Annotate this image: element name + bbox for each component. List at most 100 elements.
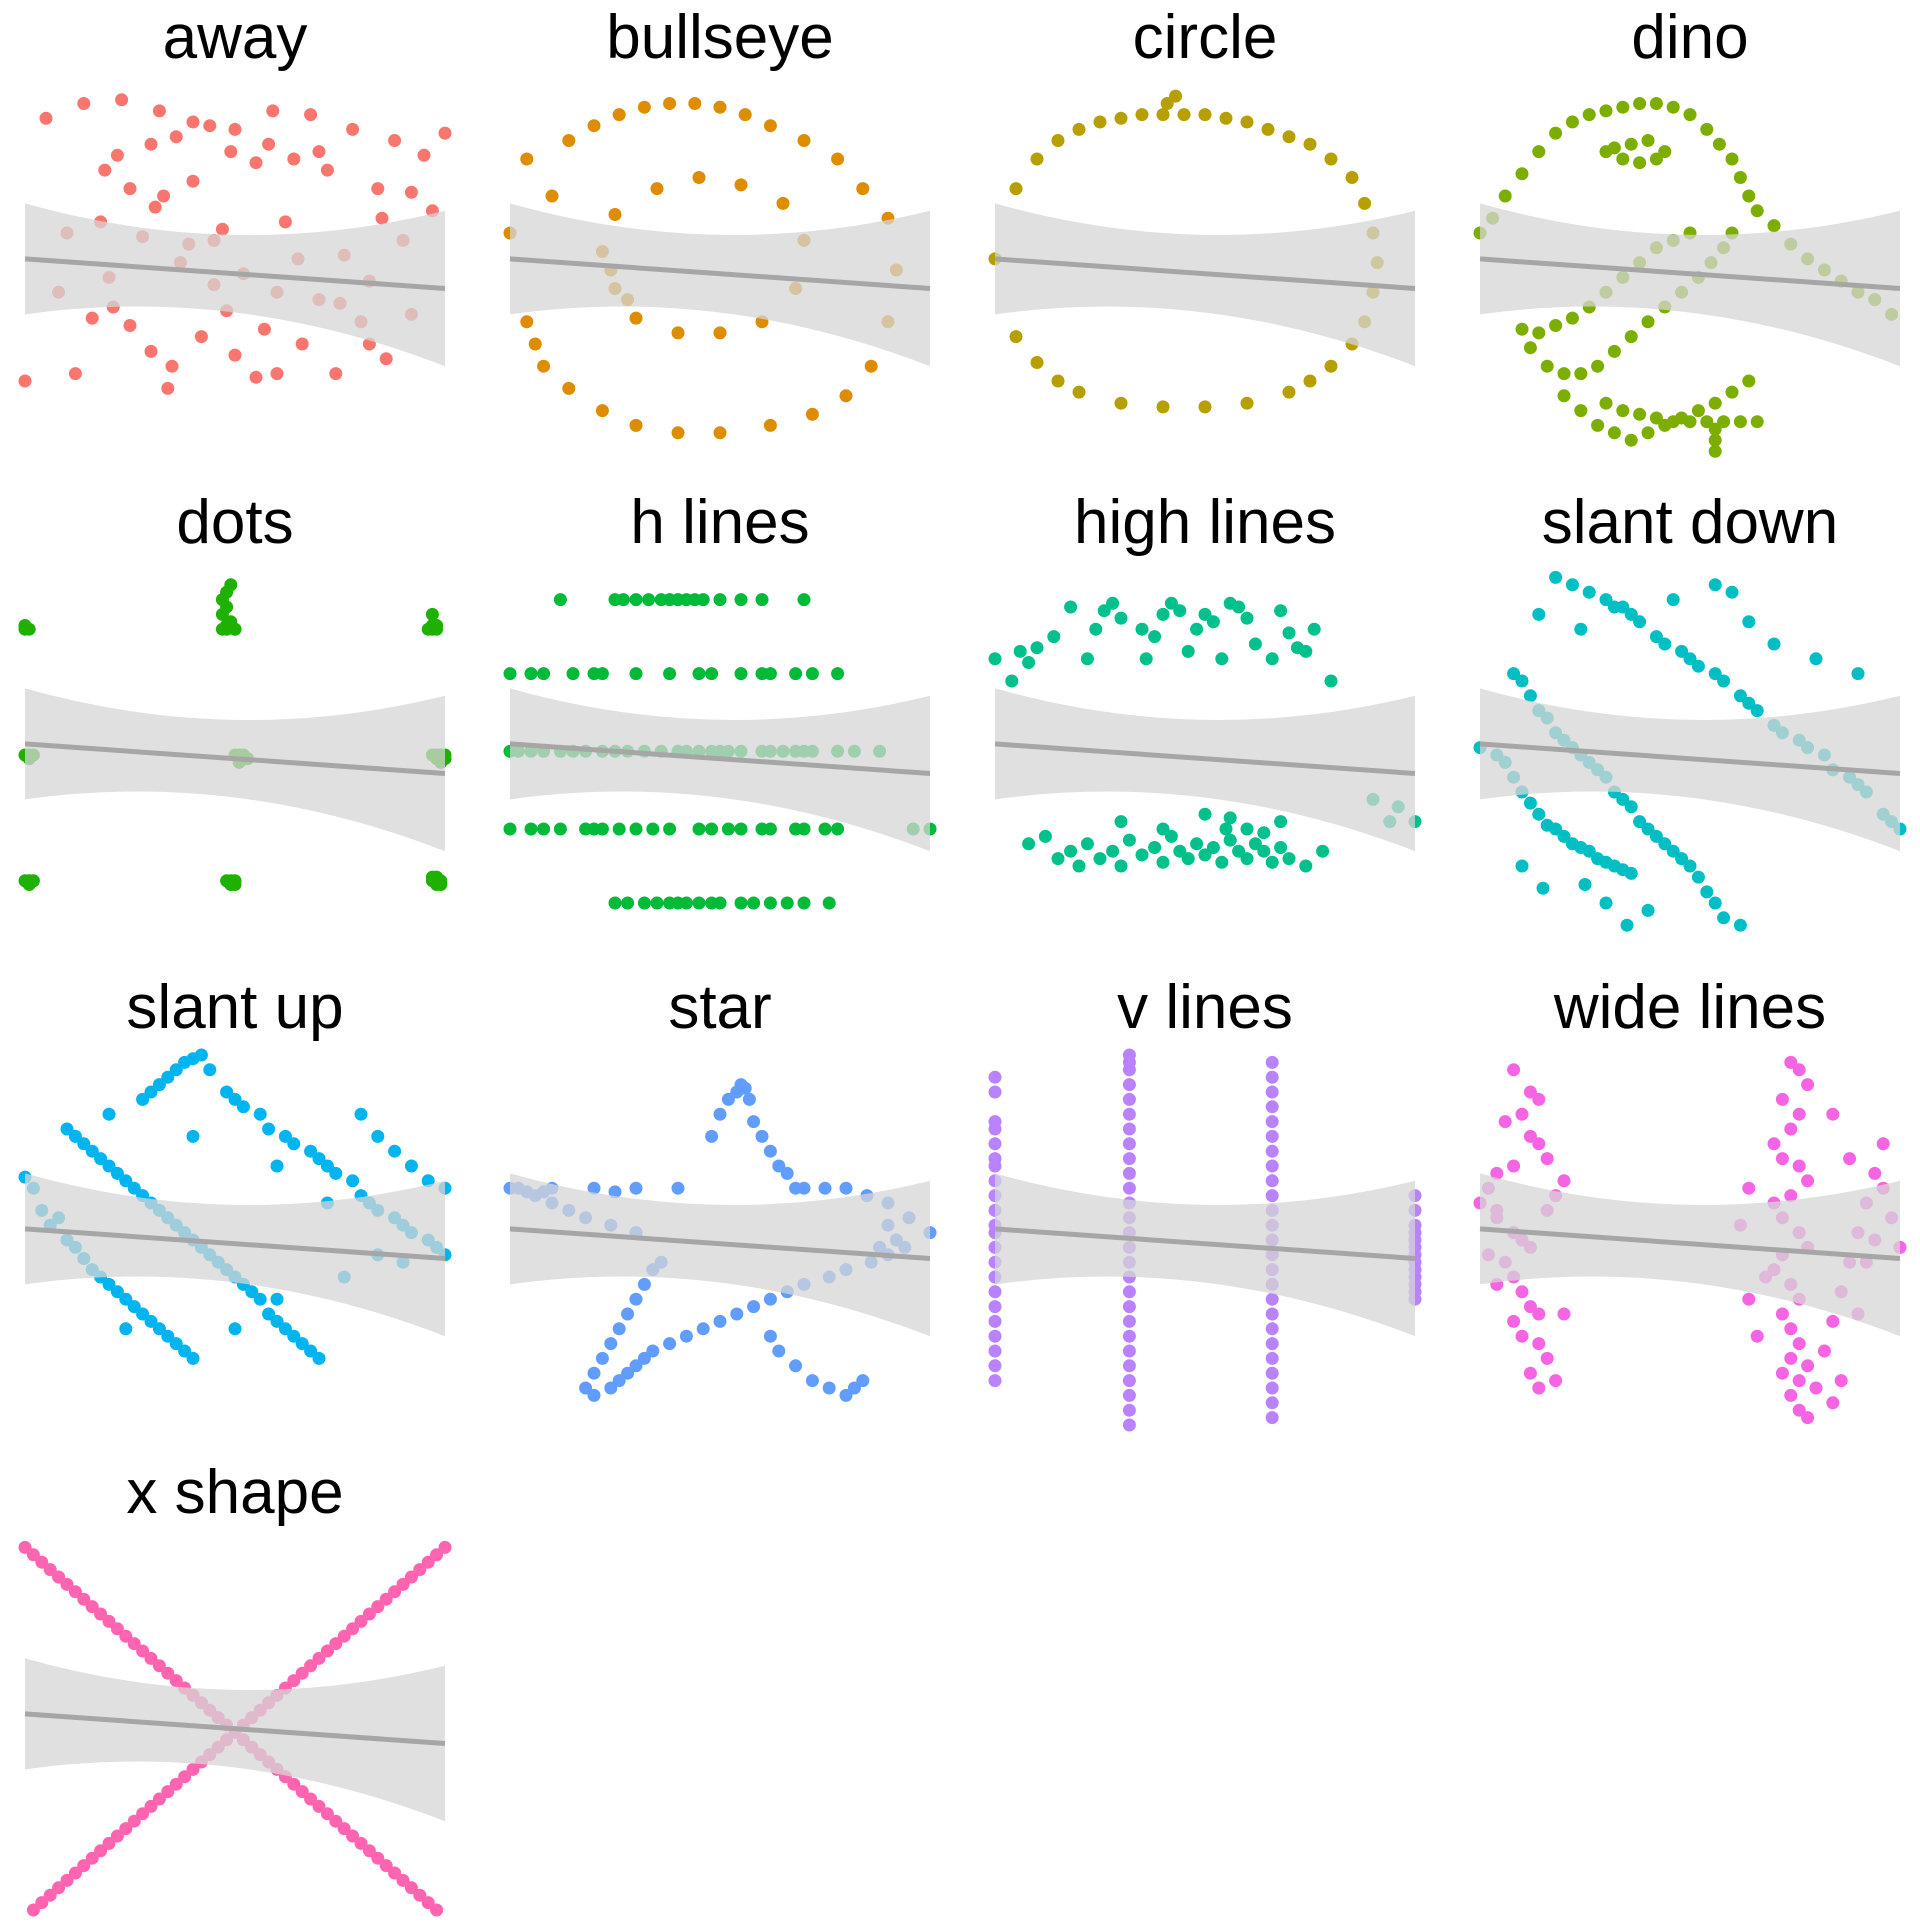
data-point (1261, 122, 1275, 136)
data-point (346, 122, 360, 136)
data-point (371, 1851, 385, 1865)
data-point (1817, 1344, 1831, 1358)
data-point (524, 822, 538, 836)
data-point (186, 115, 200, 129)
data-point (1708, 396, 1722, 410)
data-point (734, 896, 748, 910)
data-point (1030, 356, 1044, 369)
data-point (1557, 367, 1571, 381)
data-point (1691, 870, 1705, 884)
data-point (839, 389, 853, 403)
confidence-band (25, 1658, 445, 1822)
data-point (988, 1159, 1002, 1173)
data-point (1265, 1381, 1279, 1395)
data-point (692, 667, 706, 681)
data-point (144, 137, 158, 151)
confidence-band (25, 688, 445, 852)
data-point (144, 1799, 158, 1813)
data-point (847, 1381, 861, 1395)
data-point (629, 418, 643, 432)
data-point (228, 122, 242, 136)
data-point (304, 1792, 318, 1806)
data-point (612, 108, 626, 122)
data-point (1064, 844, 1078, 858)
data-point (1792, 1063, 1806, 1077)
data-point (1641, 903, 1655, 917)
data-point (1265, 1411, 1279, 1425)
data-point (1649, 97, 1663, 110)
data-point (831, 822, 845, 836)
data-point (1851, 667, 1865, 681)
data-point (1578, 878, 1592, 891)
data-point (178, 1344, 192, 1358)
data-point (763, 119, 777, 133)
data-point (1093, 852, 1107, 866)
data-point (1265, 1307, 1279, 1321)
data-point (1775, 1366, 1789, 1380)
regression-line (994, 741, 1416, 776)
data-point (1072, 385, 1086, 399)
data-point (110, 148, 124, 162)
data-point (295, 1785, 309, 1799)
data-point (1122, 1166, 1136, 1180)
facet-panel: slant down (1460, 490, 1920, 960)
data-point (1515, 859, 1529, 873)
data-point (1536, 881, 1550, 895)
data-point (1717, 415, 1731, 429)
data-point (1114, 111, 1128, 125)
data-point (520, 315, 534, 329)
confidence-band (510, 203, 930, 367)
data-point (1532, 1137, 1546, 1151)
data-point (1750, 415, 1764, 429)
data-point (1523, 796, 1537, 810)
data-point (688, 97, 702, 110)
data-point (1742, 1181, 1756, 1195)
data-point (270, 367, 284, 381)
data-point (413, 1888, 427, 1902)
data-point (224, 145, 238, 159)
data-point (1316, 844, 1330, 858)
data-point (68, 1866, 82, 1880)
data-point (797, 896, 811, 910)
data-point (1173, 604, 1187, 618)
data-point (127, 1300, 141, 1314)
data-point (1515, 674, 1529, 688)
data-point (747, 1115, 761, 1129)
data-point (1733, 689, 1747, 703)
data-point (789, 1359, 803, 1373)
data-point (169, 1674, 183, 1688)
data-point (169, 1063, 183, 1077)
data-point (1523, 1129, 1537, 1143)
scatter-plot (1473, 570, 1907, 932)
data-point (1633, 97, 1647, 110)
data-point (1826, 1107, 1840, 1121)
data-point (1307, 622, 1321, 636)
data-point (85, 1600, 99, 1614)
data-point (312, 1152, 326, 1166)
data-point (1156, 607, 1170, 621)
data-point (612, 822, 626, 836)
data-point (1784, 1055, 1798, 1069)
data-point (1792, 1337, 1806, 1351)
data-point (1198, 108, 1212, 122)
data-point (1742, 374, 1756, 388)
data-point (262, 1307, 276, 1321)
data-point (18, 374, 32, 388)
data-point (988, 1285, 1002, 1299)
data-point (1582, 585, 1596, 599)
data-point (329, 367, 343, 381)
data-point (1641, 134, 1655, 147)
data-point (524, 667, 538, 681)
data-point (161, 1666, 175, 1680)
data-point (1725, 585, 1739, 599)
data-point (215, 607, 229, 621)
data-point (1265, 1396, 1279, 1410)
data-point (1792, 1107, 1806, 1121)
data-point (413, 1563, 427, 1577)
data-point (1700, 415, 1714, 429)
data-point (734, 667, 748, 681)
facet-title: star (668, 975, 772, 1042)
data-point (818, 1181, 832, 1195)
data-point (1122, 1092, 1136, 1106)
data-point (642, 593, 656, 607)
